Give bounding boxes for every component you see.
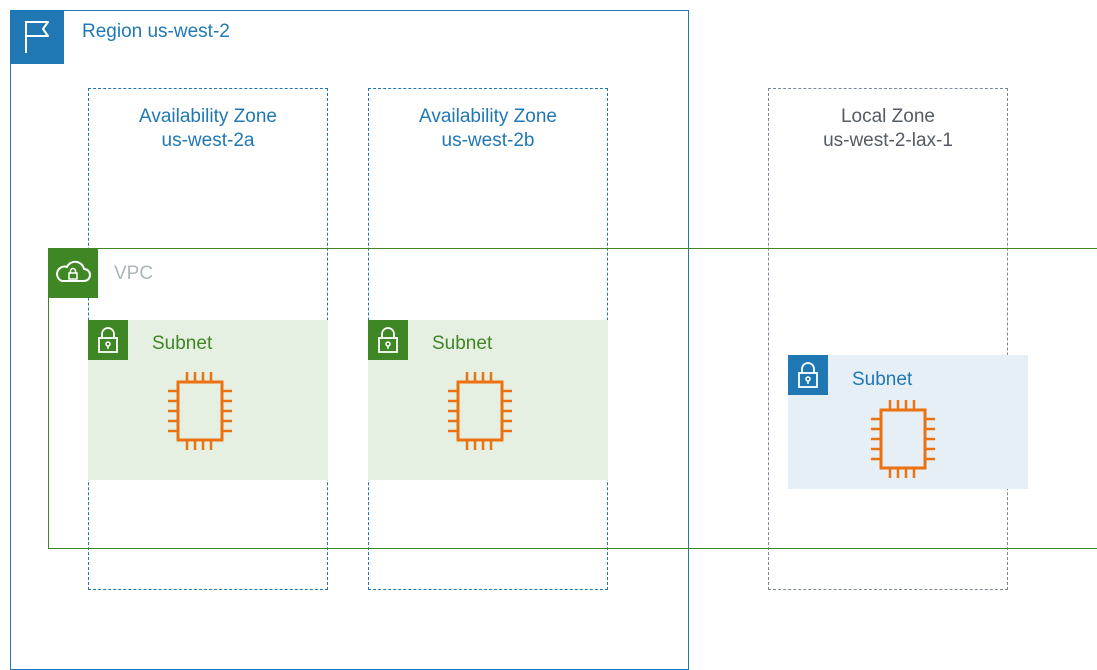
subnet-label: Subnet	[432, 333, 493, 354]
ec2-instance-icon	[447, 369, 513, 453]
vpc-label: VPC	[114, 263, 154, 284]
zone-id: us-west-2-lax-1	[823, 130, 953, 151]
subnet-lock-icon	[368, 320, 408, 360]
zone-type: Availability Zone	[418, 106, 557, 127]
availability-zone-b: Availability Zone us-west-2b	[368, 88, 608, 590]
subnet-lock-icon	[88, 320, 128, 360]
zone-type: Local Zone	[840, 106, 935, 127]
region-flag-icon	[10, 10, 64, 64]
vpc-container	[48, 248, 1097, 549]
subnet-b	[368, 320, 608, 480]
zone-id: us-west-2b	[441, 130, 535, 151]
zone-label: Availability Zone us-west-2a	[89, 105, 327, 153]
subnet-label: Subnet	[852, 369, 913, 390]
zone-id: us-west-2a	[161, 130, 255, 151]
zone-label: Availability Zone us-west-2b	[369, 105, 607, 153]
local-zone: Local Zone us-west-2-lax-1	[768, 88, 1008, 590]
zone-label: Local Zone us-west-2-lax-1	[769, 105, 1007, 153]
ec2-instance-icon	[870, 397, 936, 481]
subnet-label: Subnet	[152, 333, 213, 354]
subnet-lock-icon	[788, 355, 828, 395]
vpc-cloud-lock-icon	[48, 248, 98, 298]
subnet-a	[88, 320, 328, 480]
availability-zone-a: Availability Zone us-west-2a	[88, 88, 328, 590]
region-label: Region us-west-2	[82, 21, 230, 42]
ec2-instance-icon	[167, 369, 233, 453]
zone-type: Availability Zone	[138, 106, 277, 127]
